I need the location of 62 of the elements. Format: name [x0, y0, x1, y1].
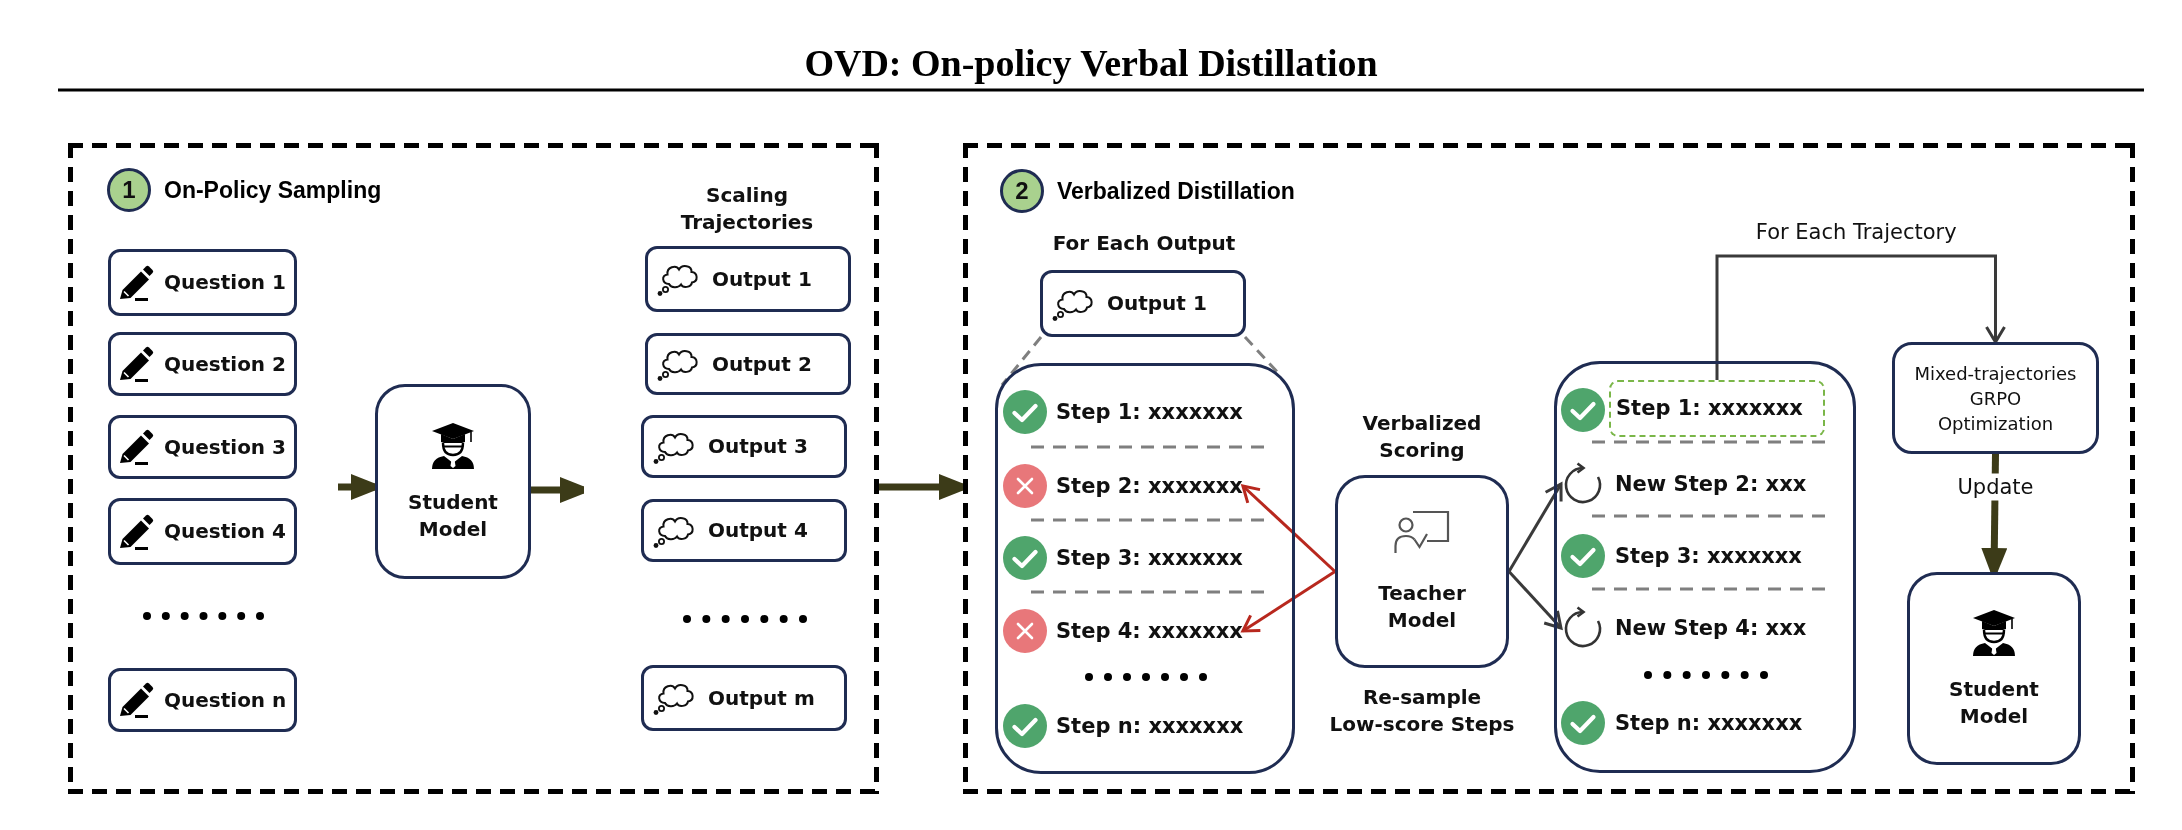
model-box — [1335, 475, 1509, 668]
output-box — [645, 246, 851, 312]
model-name: Student Model — [407, 488, 499, 543]
caption-text: For Each Output — [1051, 230, 1237, 257]
model-box — [375, 384, 531, 579]
output-box — [645, 333, 851, 395]
question-box — [108, 498, 297, 565]
question-text: Question 1 — [164, 269, 286, 296]
step-text: Step n: xxxxxxx — [1056, 712, 1244, 740]
diagram-title: OVD: On-policy Verbal Distillation — [804, 41, 1378, 85]
output-text: Output 3 — [708, 433, 808, 460]
step-text: New Step 2: xxx — [1615, 470, 1807, 498]
model-box — [1907, 572, 2081, 765]
output-box — [641, 499, 847, 562]
arrow — [1241, 570, 1336, 633]
question-text: Question n — [164, 686, 287, 714]
highlighted-step-box — [1609, 380, 1825, 437]
step-text: Step 4: xxxxxxx — [1056, 617, 1243, 645]
dashed-line — [1000, 336, 1043, 386]
question-box — [108, 668, 297, 732]
optimization-text: Mixed-trajectories GRPO Optimization — [1914, 361, 2077, 436]
question-box — [108, 249, 297, 316]
question-text: Question 2 — [164, 350, 286, 378]
rounded-panel — [1554, 361, 1856, 773]
arrow — [1507, 482, 1563, 573]
step-text: Step 2: xxxxxxx — [1056, 472, 1243, 500]
output-text: Output 1 — [1107, 290, 1207, 317]
question-text: Question 3 — [164, 433, 286, 461]
arrow — [1507, 570, 1563, 630]
step-text: Step n: xxxxxxx — [1615, 709, 1803, 737]
question-text: Question 4 — [164, 518, 286, 545]
step-text: Step 3: xxxxxxx — [1615, 542, 1802, 570]
model-name: Teacher Model — [1377, 579, 1467, 634]
step-text: Step 1: xxxxxxx — [1616, 395, 1803, 422]
output-text: Output 4 — [708, 517, 808, 544]
panel-heading: On-Policy Sampling — [164, 176, 382, 204]
output-text: Output m — [708, 684, 815, 712]
step-text: Step 1: xxxxxxx — [1056, 398, 1243, 426]
badge-digit: 1 — [122, 178, 136, 202]
caption-text: Verbalized Scoring — [1361, 410, 1483, 464]
output-box — [641, 415, 847, 478]
number-badge — [1000, 169, 1044, 213]
dashed-panel — [963, 143, 2135, 794]
caption-text: Re-sample Low-score Steps — [1328, 684, 1516, 738]
dashed-panel — [68, 143, 879, 794]
question-box — [108, 415, 297, 479]
arrow — [1715, 254, 2006, 380]
rounded-panel — [995, 363, 1295, 774]
output-text: Output 2 — [712, 350, 812, 378]
caption-text: Scaling Trajectories — [679, 182, 815, 236]
model-name: Student Model — [1948, 675, 2040, 730]
optimization-box — [1892, 342, 2099, 454]
output-box — [641, 665, 847, 731]
output-box — [1040, 270, 1246, 337]
badge-digit: 2 — [1015, 179, 1029, 203]
number-badge — [107, 168, 151, 212]
step-text: Step 3: xxxxxxx — [1056, 544, 1243, 572]
panel-heading: Verbalized Distillation — [1057, 177, 1295, 205]
step-text: New Step 4: xxx — [1615, 614, 1807, 642]
arrow — [1241, 484, 1337, 573]
question-box — [108, 332, 297, 396]
output-text: Output 1 — [712, 265, 812, 293]
